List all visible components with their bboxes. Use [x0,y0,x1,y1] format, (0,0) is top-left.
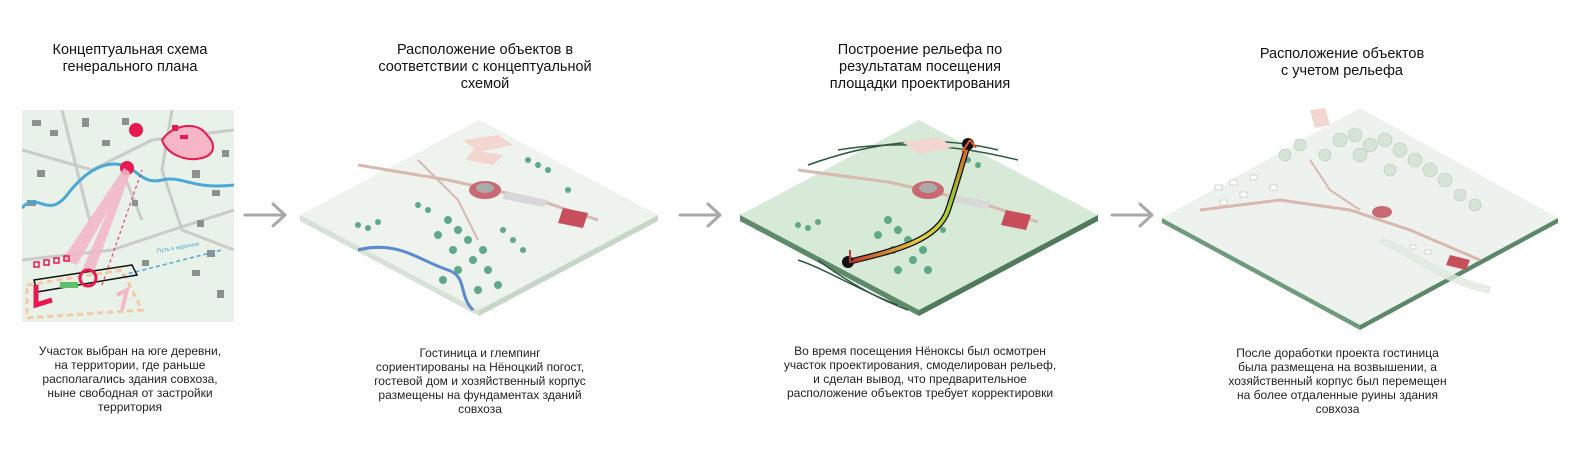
next-step-arrow-2 [678,202,722,228]
step-2-caption: Гостиница и глемпинг сориентированы на Н… [374,346,586,416]
placement-iso-view [300,120,658,316]
step-3-caption: Во время посещения Нёноксы был осмотрен … [783,344,1057,400]
step-4-title: Расположение объектов с учетом рельефа [1259,46,1425,79]
next-step-arrow-3 [1110,202,1154,228]
step-2-title: Расположение объектов в соответствии с к… [378,42,592,92]
step-3-title: Построение рельефа по результатам посеще… [829,42,1011,92]
step-1-caption: Участок выбран на юге деревни, на террит… [38,344,222,414]
step-4-caption: После доработки проекта гостиница была р… [1228,346,1447,416]
concept-map: Путь к нарочем [22,110,234,322]
relief-iso-view [740,120,1098,316]
next-step-arrow-1 [243,202,287,228]
final-iso-view [1162,108,1558,330]
step-1-title: Концептуальная схема генерального плана [52,42,208,75]
